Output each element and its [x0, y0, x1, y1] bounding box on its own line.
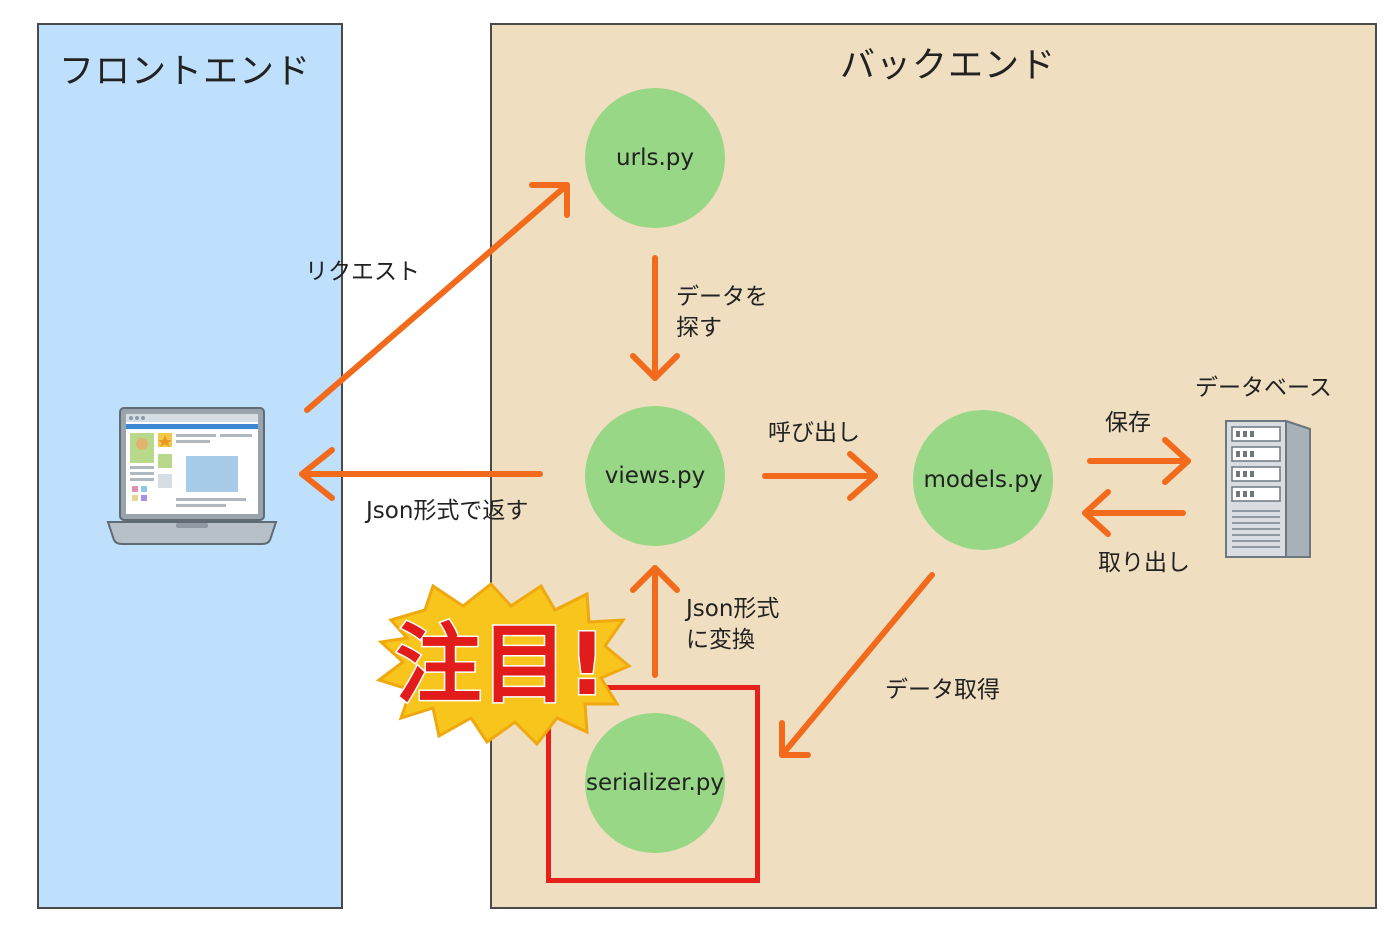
models-node: models.py [913, 410, 1053, 550]
frontend-title: フロントエンド [59, 52, 312, 92]
arrow-request [304, 182, 570, 413]
label-find-data-line2: 探す [676, 315, 722, 341]
label-request: リクエスト [305, 259, 420, 285]
urls-node-label: urls.py [616, 145, 694, 171]
server-icon [1225, 419, 1311, 558]
backend-title: バックエンド [840, 46, 1057, 86]
label-convert-json: Json形式 に変換 [686, 594, 779, 656]
views-node-label: views.py [604, 463, 706, 489]
serializer-node-label: serializer.py [586, 770, 724, 796]
models-node-label: models.py [923, 467, 1043, 493]
label-get-data: データ取得 [885, 677, 1000, 703]
arrow-save [1087, 437, 1191, 485]
attention-burst-icon: 注目! [375, 581, 632, 747]
label-find-data: データを 探す [676, 282, 768, 344]
serializer-node: serializer.py [585, 713, 725, 853]
arrow-convert-json [630, 565, 680, 678]
label-retrieve: 取り出し [1098, 550, 1190, 576]
label-database: データベース [1195, 375, 1332, 401]
laptop-icon [106, 407, 278, 545]
serializer-highlight-box [546, 685, 760, 883]
label-call: 呼び出し [768, 420, 860, 446]
urls-node: urls.py [585, 88, 725, 228]
arrow-return-json [299, 447, 543, 501]
arrow-call [762, 451, 878, 501]
label-return-json: Json形式で返す [366, 498, 529, 524]
label-convert-json-line2: に変換 [686, 627, 755, 653]
label-convert-json-line1: Json形式 [686, 596, 780, 622]
attention-badge-text: 注目! [395, 615, 606, 715]
views-node: views.py [585, 406, 725, 546]
label-save: 保存 [1105, 410, 1151, 436]
arrow-get-data [779, 572, 935, 758]
label-find-data-line1: データを [676, 284, 768, 310]
arrow-retrieve [1082, 489, 1186, 537]
arrow-find-data [630, 255, 680, 381]
